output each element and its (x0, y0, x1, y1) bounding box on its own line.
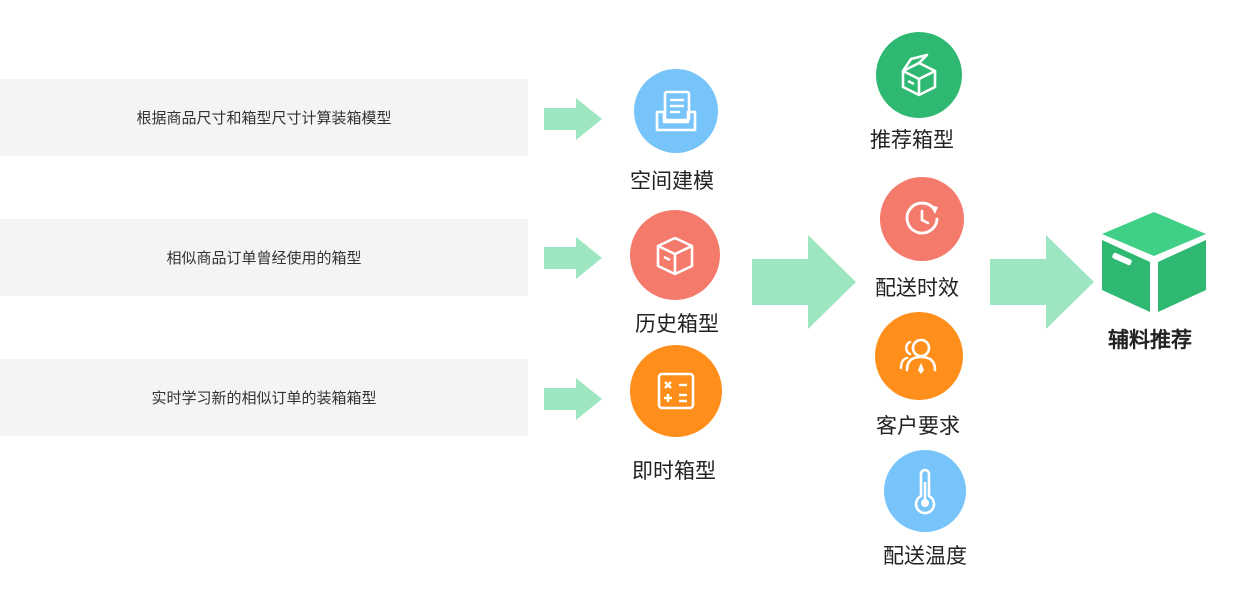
arrow-right-icon (544, 378, 602, 420)
desc-text: 实时学习新的相似订单的装箱箱型 (151, 389, 377, 407)
big-arrow-right-icon (752, 235, 856, 329)
thermometer-icon (884, 450, 966, 532)
desc-box-instant-box: 实时学习新的相似订单的装箱箱型 (0, 359, 528, 436)
open-box-icon (876, 32, 962, 118)
clock-icon (880, 177, 964, 261)
big-arrow-right-icon (990, 235, 1094, 329)
document-tray-icon (634, 69, 718, 153)
green-box-icon (1102, 212, 1206, 312)
method-label-history: 历史箱型 (635, 312, 719, 336)
factor-label-customer-requirement: 客户要求 (876, 414, 960, 438)
factor-label-delivery-temperature: 配送温度 (883, 544, 967, 568)
box-icon (630, 210, 720, 300)
factor-label-delivery-time: 配送时效 (875, 276, 959, 300)
arrow-right-icon (544, 98, 602, 140)
desc-box-space-modeling: 根据商品尺寸和箱型尺寸计算装箱模型 (0, 79, 528, 156)
calculator-icon (630, 345, 722, 437)
method-label-space: 空间建模 (630, 169, 714, 193)
arrow-right-icon (544, 237, 602, 279)
factor-label-recommended-box: 推荐箱型 (870, 128, 954, 152)
desc-text: 根据商品尺寸和箱型尺寸计算装箱模型 (136, 109, 392, 127)
method-label-instant: 即时箱型 (632, 459, 716, 483)
desc-box-history-box: 相似商品订单曾经使用的箱型 (0, 219, 528, 296)
user-group-icon (875, 312, 963, 400)
result-label: 辅料推荐 (1108, 328, 1192, 352)
desc-text: 相似商品订单曾经使用的箱型 (166, 249, 362, 267)
